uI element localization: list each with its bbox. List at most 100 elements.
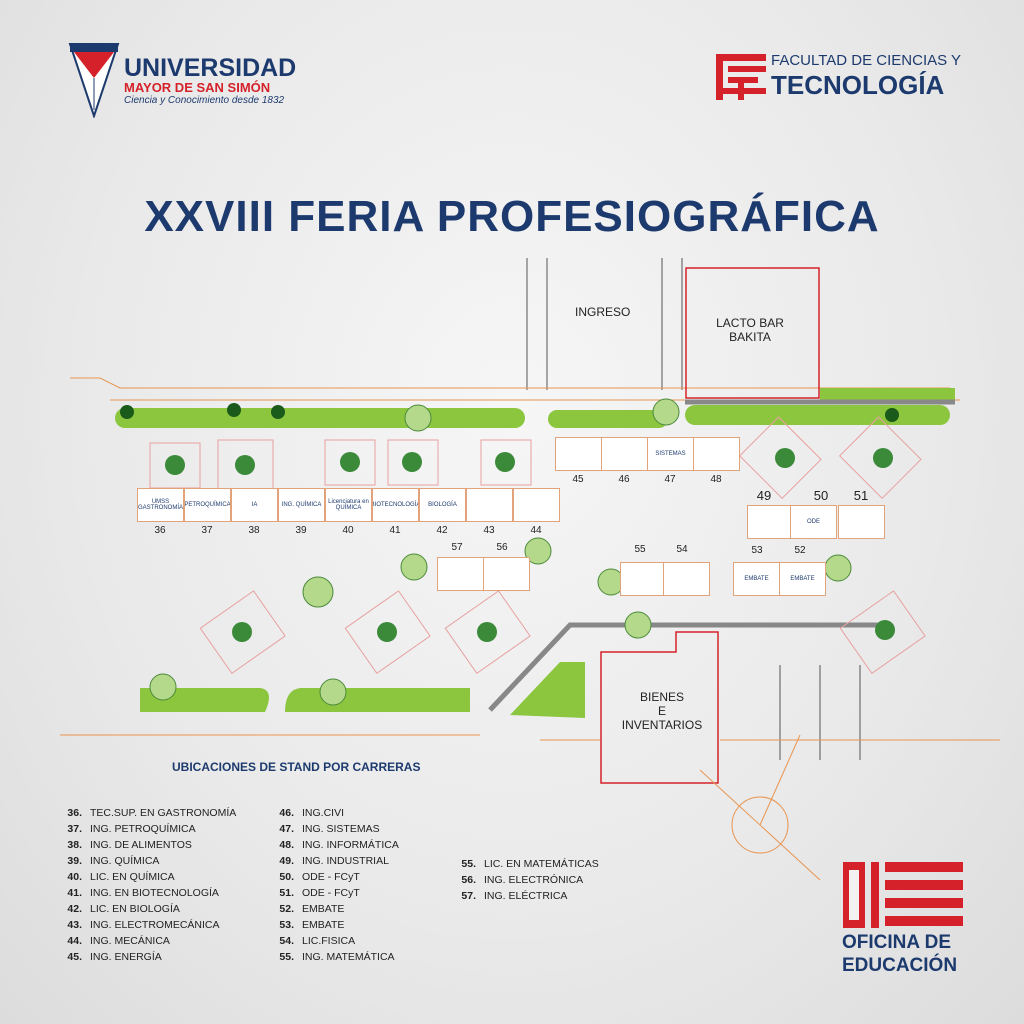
legend-number: 37. [67, 823, 82, 835]
legend-label: ODE - FCyT [302, 887, 360, 899]
legend-item: 46.ING.CIVI [270, 807, 344, 819]
legend-number: 39. [67, 855, 82, 867]
stand-37: PETROQUÍMICA [184, 488, 231, 522]
legend-number: 51. [279, 887, 294, 899]
legend-item: 48.ING. INFORMÁTICA [270, 839, 399, 851]
bienes-line2: E [657, 704, 666, 718]
stand-51 [838, 505, 885, 539]
stand-number: 38 [248, 525, 260, 536]
legend-item: 43. ING. ELECTROMECÁNICA [58, 919, 220, 931]
stand-57 [437, 557, 484, 591]
legend-label: ING. ELECTROMECÁNICA [90, 919, 220, 931]
stand-56 [483, 557, 530, 591]
legend-label: ING. MECÁNICA [90, 935, 170, 947]
legend-label: ING.CIVI [302, 807, 345, 819]
legend-label: ING. ELÉCTRICA [484, 890, 568, 902]
stand-54 [663, 562, 710, 596]
legend-item: 38.ING. DE ALIMENTOS [58, 839, 192, 851]
legend-label: ING. QUÍMICA [90, 855, 160, 867]
stand-number: 54 [676, 544, 688, 555]
faculty-name-line1: FACULTAD DE CIENCIAS Y [771, 52, 962, 69]
legend-item: 57. ING. ELÉCTRICA [452, 890, 567, 902]
university-subname: MAYOR DE SAN SIMÓN [124, 80, 271, 95]
legend-item: 52.EMBATE [270, 903, 344, 915]
legend-item: 41.ING. EN BIOTECNOLOGÍA [58, 887, 219, 899]
legend-item: 40.LIC. EN QUÍMICA [58, 871, 174, 883]
legend-item: 37.ING. PETROQUÍMICA [58, 823, 195, 835]
legend-item: 47. ING. SISTEMAS [270, 823, 380, 835]
legend-item: 54.LIC.FISICA [270, 935, 355, 947]
stand-number: 36 [154, 525, 166, 536]
stand-number: 49 [756, 488, 772, 503]
bienes-building [600, 631, 719, 784]
stand-number: 55 [634, 544, 646, 555]
faculty-name-line2: TECNOLOGÍA [771, 70, 945, 100]
stand-number: 57 [451, 542, 463, 553]
legend-number: 42. [67, 903, 82, 915]
legend-label: ING. INFORMÁTICA [302, 839, 399, 851]
legend-label: EMBATE [302, 903, 345, 915]
stand-number: 51 [853, 488, 869, 503]
fcyt-logo-icon [716, 54, 766, 100]
legend-number: 49. [279, 855, 294, 867]
bienes-label: BIENES E INVENTARIOS [612, 690, 712, 732]
stand-36: UMSS GASTRONOMÍA [137, 488, 184, 522]
lacto-bar-label: LACTO BAR BAKITA [700, 316, 800, 344]
stand-39: ING. QUÍMICA [278, 488, 325, 522]
stand-number: 52 [794, 545, 806, 556]
stand-47: SISTEMAS [647, 437, 694, 471]
ode-name-line1: OFICINA DE [842, 932, 952, 953]
stand-44 [513, 488, 560, 522]
stand-43 [466, 488, 513, 522]
stand-number: 39 [295, 525, 307, 536]
stand-number: 44 [530, 525, 542, 536]
stand-number: 43 [483, 525, 495, 536]
legend-number: 40. [67, 871, 82, 883]
legend-label: ING. SISTEMAS [302, 823, 380, 835]
stand-number: 53 [751, 545, 763, 556]
stand-49 [747, 505, 794, 539]
page-title: XXVIII FERIA PROFESIOGRÁFICA [144, 192, 880, 241]
legend-item: 50.ODE - FCyT [270, 871, 359, 883]
bienes-line1: BIENES [639, 690, 684, 704]
stand-50: ODE [790, 505, 837, 539]
stand-number: 42 [436, 525, 448, 536]
stand-41: BIOTECNOLOGÍA [372, 488, 419, 522]
legend-label: EMBATE [302, 919, 345, 931]
legend-label: ING. EN BIOTECNOLOGÍA [90, 887, 219, 899]
stand-number: 37 [201, 525, 213, 536]
stand-48 [693, 437, 740, 471]
legend-number: 55. [461, 858, 476, 870]
stand-55 [620, 562, 667, 596]
stand-number: 46 [618, 474, 630, 485]
stand-number: 48 [710, 474, 722, 485]
legend-item: 49.ING. INDUSTRIAL [270, 855, 389, 867]
ode-logo-icon [843, 862, 963, 928]
legend-item: 36. TEC.SUP. EN GASTRONOMÍA [58, 807, 236, 819]
stand-number: 56 [496, 542, 508, 553]
legend-label: TEC.SUP. EN GASTRONOMÍA [90, 807, 237, 819]
legend-label: ING. ENERGÍA [90, 951, 162, 963]
umss-seal-icon [68, 43, 120, 118]
stand-53: EMBATE [733, 562, 780, 596]
stand-45 [555, 437, 602, 471]
legend-number: 53. [279, 919, 294, 931]
stand-number: 45 [572, 474, 584, 485]
legend-number: 54. [279, 935, 294, 947]
legend-title: UBICACIONES DE STAND POR CARRERAS [172, 760, 421, 774]
stand-number: 40 [342, 525, 354, 536]
legend-number: 36. [67, 807, 82, 819]
legend-number: 43. [67, 919, 82, 931]
legend-label: LIC. EN MATEMÁTICAS [484, 858, 599, 870]
legend-number: 45. [67, 951, 82, 963]
university-name: UNIVERSIDAD [124, 54, 297, 82]
stand-46 [601, 437, 648, 471]
legend-number: 57. [461, 890, 476, 902]
stand-38: IA [231, 488, 278, 522]
legend-number: 47. [279, 823, 294, 835]
lacto-bar-name-line1: LACTO BAR [716, 316, 784, 330]
legend-number: 56. [461, 874, 476, 886]
legend-item: 53. EMBATE [270, 919, 344, 931]
legend-label: ING. MATEMÁTICA [302, 951, 395, 963]
